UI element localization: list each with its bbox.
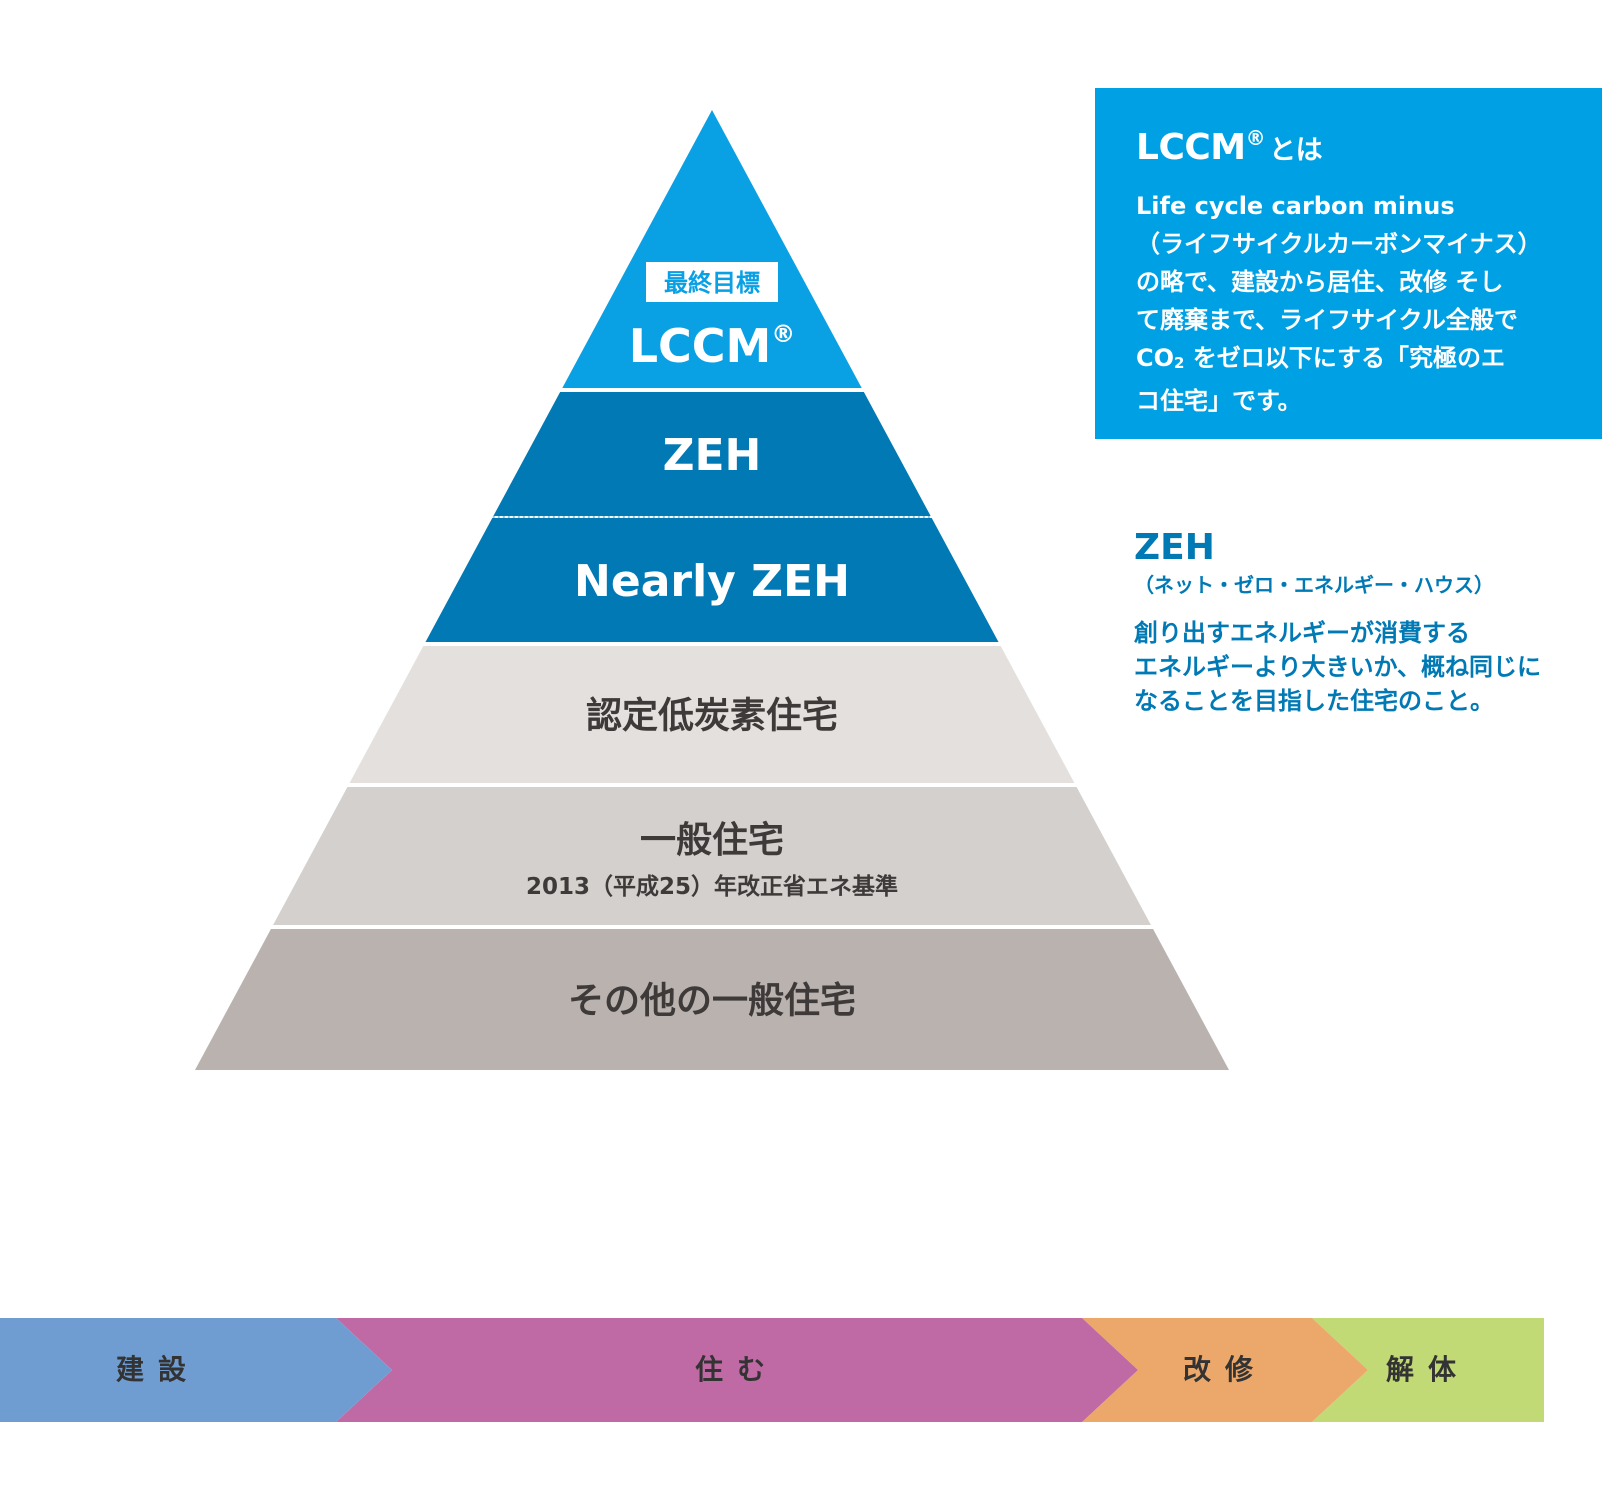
- lifecycle-stage-label: 解体: [1385, 1353, 1470, 1386]
- lccm-info-line: の略で、建設から居住、改修 そし: [1136, 268, 1504, 296]
- lccm-info-title-suffix: とは: [1269, 135, 1323, 166]
- tier-label-1: ZEH: [663, 430, 762, 481]
- zeh-description-body: 創り出すエネルギーが消費する エネルギーより大きいか、概ね同じに なることを目指…: [1134, 616, 1541, 718]
- lccm-info-line: コ住宅」です。: [1136, 387, 1302, 415]
- lccm-info-line: （ライフサイクルカーボンマイナス）: [1136, 230, 1542, 258]
- lccm-info-line: Life cycle carbon minus: [1136, 192, 1455, 220]
- zeh-description-line: 創り出すエネルギーが消費する: [1134, 619, 1470, 647]
- lccm-info-line: CO2 をゼロ以下にする「究極のエ: [1136, 339, 1582, 382]
- lccm-info-title-sup: ®: [1245, 126, 1266, 150]
- tier-label-4: 一般住宅: [640, 819, 784, 861]
- pyramid-tier-4: [273, 787, 1151, 925]
- tier-label-5: その他の一般住宅: [568, 979, 856, 1021]
- lccm-info-line-rest: をゼロ以下にする「究極のエ: [1184, 344, 1506, 372]
- zeh-description-line: エネルギーより大きいか、概ね同じに: [1134, 653, 1542, 681]
- zeh-description-reading: （ネット・ゼロ・エネルギー・ハウス）: [1134, 573, 1494, 597]
- goal-badge-label: 最終目標: [664, 269, 760, 297]
- lifecycle-stage-0: [0, 1318, 392, 1422]
- lccm-info-line: て廃棄まで、ライフサイクル全般で: [1136, 306, 1518, 334]
- co2-text: CO: [1136, 344, 1175, 372]
- pyramid-tier-0: [562, 110, 862, 388]
- lccm-info-body: Life cycle carbon minus （ライフサイクルカーボンマイナス…: [1136, 187, 1582, 420]
- tier-label-lccm-sup: ®: [771, 320, 795, 348]
- tier-sublabel-4: 2013（平成25）年改正省エネ基準: [526, 873, 898, 900]
- lccm-info-box: LCCM®とは Life cycle carbon minus （ライフサイクル…: [1095, 88, 1602, 439]
- zeh-description: ZEH （ネット・ゼロ・エネルギー・ハウス） 創り出すエネルギーが消費する エネ…: [1134, 526, 1541, 718]
- tier-label-lccm-text: LCCM: [629, 319, 772, 373]
- tier-label-lccm: LCCM®: [629, 319, 796, 373]
- pyramid-tier-3: [349, 646, 1075, 783]
- pyramid-tier-5: [195, 929, 1229, 1070]
- pyramid-tier-2: [425, 518, 999, 642]
- co2-subscript: 2: [1174, 354, 1185, 372]
- tier-label-3: 認定低炭素住宅: [586, 694, 838, 736]
- zeh-description-title: ZEH: [1134, 527, 1215, 568]
- lifecycle-stage-2: [1082, 1318, 1368, 1422]
- pyramid-tier-1: [493, 392, 931, 516]
- lifecycle-stage-label: 改修: [1182, 1353, 1267, 1386]
- zeh-description-line: なることを目指した住宅のこと。: [1134, 687, 1494, 715]
- lifecycle-stage-label: 住む: [694, 1353, 779, 1386]
- lccm-info-title: LCCM®とは: [1136, 126, 1582, 173]
- goal-badge: [646, 262, 778, 302]
- lccm-info-title-text: LCCM: [1136, 127, 1246, 168]
- lifecycle-stage-label: 建設: [115, 1353, 200, 1386]
- lifecycle-stage-1: [336, 1318, 1138, 1422]
- lifecycle-stage-3: [1312, 1318, 1544, 1422]
- tier-label-2: Nearly ZEH: [574, 556, 850, 607]
